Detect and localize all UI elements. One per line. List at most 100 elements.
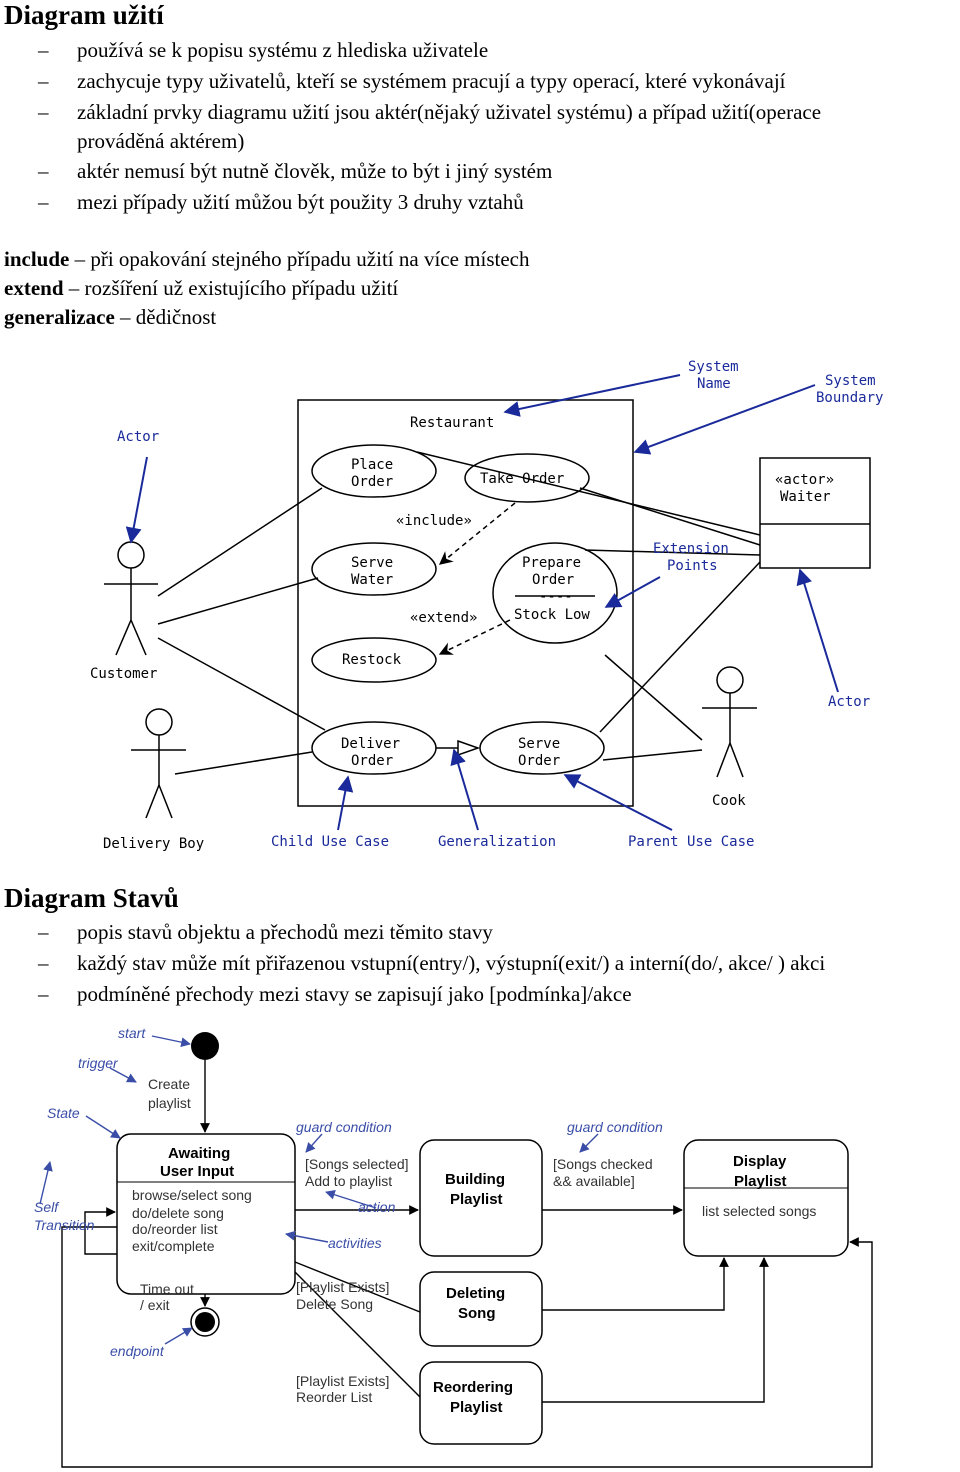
svg-text:Order: Order	[351, 753, 393, 769]
svg-text:«extend»: «extend»	[410, 610, 477, 626]
bullet-text: popis stavů objektu a přechodů mezi těmi…	[77, 920, 493, 944]
svg-text:Create: Create	[148, 1076, 190, 1092]
svg-text:Playlist: Playlist	[450, 1191, 503, 1208]
svg-text:Delete Song: Delete Song	[296, 1296, 373, 1312]
svg-text:Serve: Serve	[518, 736, 560, 752]
svg-text:«actor»: «actor»	[775, 472, 834, 488]
waiter-actor-box	[759, 457, 871, 569]
svg-text:guard condition: guard condition	[567, 1119, 663, 1135]
svg-text:Order: Order	[532, 572, 574, 588]
svg-text:Awaiting: Awaiting	[168, 1145, 230, 1162]
use-case-diagram: Restaurant Place Order Take Order Serve …	[90, 359, 883, 852]
use-case-serve-water	[311, 542, 437, 596]
bullet-text: každý stav může mít přiřazenou vstupní(e…	[77, 951, 826, 975]
bullet-text: podmíněné přechody mezi stavy se zapisuj…	[77, 982, 632, 1006]
svg-text:Prepare: Prepare	[522, 555, 581, 571]
svg-text:do/delete song: do/delete song	[132, 1205, 224, 1221]
svg-text:Restock: Restock	[342, 652, 402, 668]
svg-text:Song: Song	[458, 1305, 496, 1322]
svg-text:Stock Low: Stock Low	[514, 607, 590, 623]
svg-text:[Playlist Exists]: [Playlist Exists]	[296, 1279, 389, 1295]
svg-text:list selected songs: list selected songs	[702, 1203, 816, 1219]
svg-text:Parent Use Case: Parent Use Case	[628, 834, 754, 850]
svg-text:Place: Place	[351, 457, 393, 473]
system-boundary	[297, 399, 634, 807]
state-deleting-song	[419, 1271, 543, 1347]
svg-text:Customer: Customer	[90, 666, 157, 682]
system-name-label: Restaurant	[410, 415, 494, 431]
svg-text:[Songs checked: [Songs checked	[553, 1156, 653, 1172]
delivery-boy-actor	[131, 708, 186, 819]
svg-text:Boundary: Boundary	[816, 390, 883, 406]
state-reordering-playlist	[419, 1361, 543, 1445]
svg-text:Child Use Case: Child Use Case	[271, 834, 389, 850]
svg-text:System: System	[825, 373, 876, 389]
svg-text:Extension: Extension	[653, 541, 729, 557]
svg-text:Delivery Boy: Delivery Boy	[103, 836, 204, 852]
svg-text:browse/select song: browse/select song	[132, 1187, 252, 1203]
svg-text:Deleting: Deleting	[446, 1285, 505, 1302]
svg-text:playlist: playlist	[148, 1095, 191, 1111]
svg-text:/ exit: / exit	[140, 1297, 170, 1313]
svg-text:Order: Order	[518, 753, 560, 769]
svg-text:endpoint: endpoint	[110, 1343, 165, 1359]
bullet-text: používá se k popisu systému z hlediska u…	[77, 38, 489, 62]
svg-text:User Input: User Input	[160, 1163, 234, 1180]
bullet-text: mezi případy užití můžou být použity 3 d…	[77, 190, 524, 214]
bullet-text: prováděná aktérem)	[77, 129, 245, 153]
svg-text:Generalization: Generalization	[438, 834, 556, 850]
svg-text:activities: activities	[328, 1235, 382, 1251]
use-case-prepare-order	[492, 542, 618, 644]
use-case-restock	[311, 637, 437, 683]
use-case-place-order	[311, 444, 437, 498]
svg-text:Add to playlist: Add to playlist	[305, 1173, 392, 1189]
svg-text:Points: Points	[667, 558, 718, 574]
svg-text:action: action	[358, 1199, 396, 1215]
svg-text:Playlist: Playlist	[734, 1173, 787, 1190]
start-node	[191, 1032, 219, 1060]
svg-text:&& available]: && available]	[553, 1173, 635, 1189]
state-display-playlist	[683, 1139, 849, 1257]
svg-text:Take Order: Take Order	[480, 471, 564, 487]
svg-text:Reorder List: Reorder List	[296, 1389, 372, 1405]
svg-text:exit/complete: exit/complete	[132, 1238, 215, 1254]
svg-text:do/reorder list: do/reorder list	[132, 1221, 218, 1237]
relation-extend: extend – rozšíření už existujícího přípa…	[4, 276, 399, 300]
svg-text:guard condition: guard condition	[296, 1119, 392, 1135]
svg-text:Display: Display	[733, 1153, 787, 1170]
bullet-text: základní prvky diagramu užití jsou aktér…	[77, 100, 822, 124]
relation-generalization: generalizace – dědičnost	[4, 305, 217, 329]
svg-text:trigger: trigger	[78, 1055, 119, 1071]
state-awaiting-input	[116, 1133, 296, 1295]
svg-text:Serve: Serve	[351, 555, 393, 571]
svg-text:Actor: Actor	[117, 429, 159, 445]
svg-text:State: State	[47, 1105, 80, 1121]
svg-text:Reordering: Reordering	[433, 1379, 513, 1396]
svg-text:System: System	[688, 359, 739, 375]
svg-text:Water: Water	[351, 572, 393, 588]
use-case-take-order	[464, 453, 590, 503]
svg-text:Order: Order	[351, 474, 393, 490]
svg-text:Actor: Actor	[828, 694, 870, 710]
cook-actor	[702, 666, 757, 778]
svg-text:[Playlist Exists]: [Playlist Exists]	[296, 1373, 389, 1389]
svg-text:start: start	[118, 1025, 146, 1041]
svg-text:Time out: Time out	[140, 1281, 194, 1297]
relation-include: include – při opakování stejného případu…	[4, 247, 530, 271]
svg-text:[Songs selected]: [Songs selected]	[305, 1156, 409, 1172]
svg-text:Name: Name	[697, 376, 731, 392]
customer-actor	[104, 541, 158, 656]
svg-text:Playlist: Playlist	[450, 1399, 503, 1416]
state-heading: Diagram Stavů	[4, 883, 179, 913]
bullet-text: aktér nemusí být nutně člověk, může to b…	[77, 159, 553, 183]
state-diagram: Awaiting User Input Building Playlist Di…	[34, 1025, 873, 1468]
svg-text:«include»: «include»	[396, 513, 472, 529]
use-case-heading: Diagram užití	[4, 0, 164, 30]
svg-text:Deliver: Deliver	[341, 736, 400, 752]
bullet-text: zachycuje typy uživatelů, kteří se systé…	[77, 69, 786, 93]
svg-text:Building: Building	[445, 1171, 505, 1188]
svg-text:Transition: Transition	[34, 1217, 95, 1233]
svg-text:Waiter: Waiter	[780, 489, 831, 505]
svg-text:----: ----	[539, 589, 573, 605]
svg-text:Self: Self	[34, 1199, 60, 1215]
